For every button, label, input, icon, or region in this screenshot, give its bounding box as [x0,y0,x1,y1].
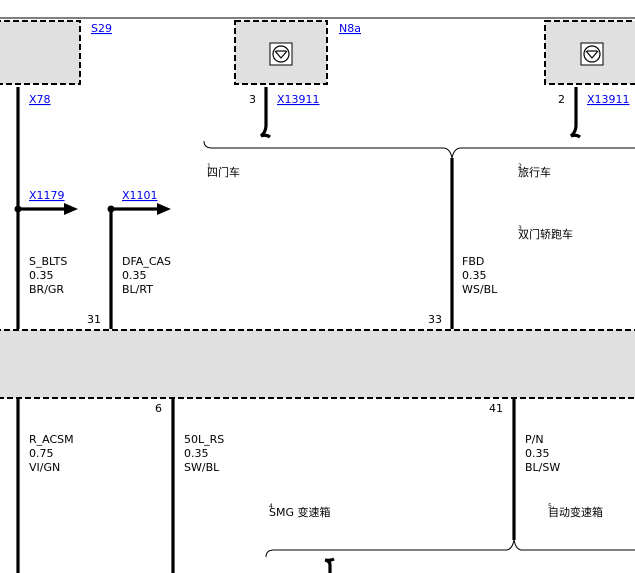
n8a-link[interactable]: N8a [339,22,361,35]
wire-signal: P/N [525,433,544,446]
variant-four-door: 1 四门车 [207,163,240,179]
wire-size: 0.35 [462,269,487,282]
component-n8a-right: 2 X13911 [544,20,635,139]
wire-size: 0.35 [122,269,147,282]
speaker-icon [269,42,293,66]
n8a-right-stub [569,87,581,139]
svg-text:1: 1 [207,163,211,170]
n8a-pin-3: 3 [249,93,256,106]
variant-two-door: 3 双门轿跑车 [518,225,573,241]
pin-6: 6 [155,402,162,415]
wire-s-blts: X1179 S_BLTS 0.35 BR/GR [14,87,78,329]
svg-text:5: 5 [548,503,552,510]
wire-r-acsm: R_ACSM 0.75 VI/GN [16,399,74,573]
variant-smg-label: SMG 变速箱 [269,505,331,519]
pin-33: 33 [428,313,442,326]
svg-text:3: 3 [518,225,522,232]
wire-50l-rs: 6 50L_RS 0.35 SW/BL [155,399,224,573]
wire-signal: 50L_RS [184,433,224,446]
variant-four-door-label: 四门车 [207,165,240,179]
n8a-right-pin-2: 2 [558,93,565,106]
variant-brace-top [203,140,635,159]
wire-color: BR/GR [29,283,64,296]
variant-touring: 2 旅行车 [518,163,551,179]
pin-31: 31 [87,313,101,326]
speaker-icon [580,42,604,66]
svg-text:4: 4 [269,503,273,510]
x13911-right-link[interactable]: X13911 [587,93,630,106]
wire-signal: R_ACSM [29,433,74,446]
pin-41: 41 [489,402,503,415]
wire-size: 0.35 [29,269,54,282]
s29-link[interactable]: S29 [91,22,112,35]
lower-stub [324,557,335,573]
x1101-link[interactable]: X1101 [122,189,158,202]
arrow-right-icon [64,203,78,215]
arrow-right-icon [157,203,171,215]
x78-link[interactable]: X78 [29,93,51,106]
s29-box[interactable] [0,20,81,85]
wire-color: BL/SW [525,461,560,474]
wire-color: WS/BL [462,283,498,296]
wire-p-n: 41 P/N 0.35 BL/SW [489,399,560,540]
variant-automatic: 5 自动变速箱 [548,503,603,519]
variant-automatic-label: 自动变速箱 [548,505,603,519]
component-n8a-left: N8a 3 X13911 [234,20,361,139]
wire-size: 0.35 [184,447,209,460]
x13911-left-link[interactable]: X13911 [277,93,320,106]
svg-text:2: 2 [518,163,522,170]
wire-color: SW/BL [184,461,220,474]
variant-brace-bottom [265,539,635,558]
wire-dfa-cas: X1101 DFA_CAS 0.35 BL/RT 31 [87,189,171,329]
wire-size: 0.35 [525,447,550,460]
control-module-box[interactable] [0,329,635,399]
n8a-left-stub [259,87,271,139]
wire-fbd: FBD 0.35 WS/BL 33 [428,158,498,329]
wire-color: BL/RT [122,283,153,296]
x1179-link[interactable]: X1179 [29,189,65,202]
wire-color: VI/GN [29,461,60,474]
variant-smg: 4 SMG 变速箱 [269,503,331,519]
wire-signal: FBD [462,255,484,268]
wire-signal: DFA_CAS [122,255,171,268]
wire-size: 0.75 [29,447,54,460]
variant-touring-label: 旅行车 [518,165,551,179]
wire-signal: S_BLTS [29,255,67,268]
variant-two-door-label: 双门轿跑车 [518,227,573,241]
component-s29: S29 X78 [0,20,112,106]
